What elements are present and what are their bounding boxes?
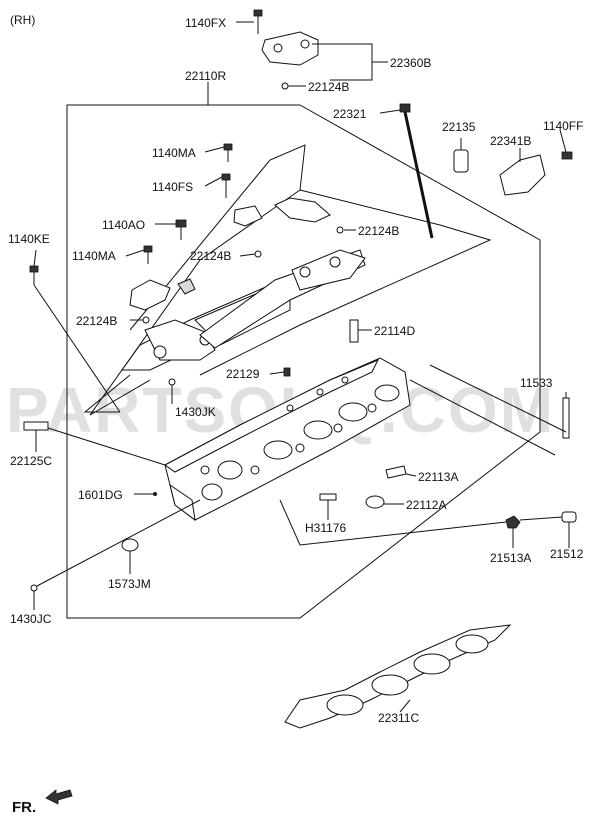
label-22129[interactable]: 22129 (226, 367, 260, 381)
front-indicator: FR. (12, 789, 73, 816)
label-22124B-left[interactable]: 22124B (76, 314, 117, 328)
label-22110R[interactable]: 22110R (185, 69, 226, 83)
bolt-1140FF (561, 151, 573, 160)
dowel-22124B-low (336, 226, 344, 234)
seal-22113A (385, 465, 407, 479)
bolt-1140FX (253, 9, 263, 34)
label-22321[interactable]: 22321 (333, 107, 367, 121)
label-1140FS[interactable]: 1140FS (152, 180, 193, 194)
front-arrow-icon (45, 789, 73, 805)
label-1140KE[interactable]: 1140KE (8, 232, 50, 246)
ring-1573JM (121, 538, 139, 552)
bolt-1140MA-b (143, 245, 153, 264)
label-21513A[interactable]: 21513A (490, 551, 531, 565)
label-22360B[interactable]: 22360B (390, 56, 431, 70)
plug-21512 (561, 511, 577, 523)
label-22125C[interactable]: 22125C (10, 454, 52, 468)
cylinder-head (164, 357, 411, 522)
label-1601DG[interactable]: 1601DG (78, 488, 123, 502)
label-1430JK[interactable]: 1430JK (175, 405, 216, 419)
label-11533[interactable]: 11533 (520, 376, 553, 390)
label-22112A[interactable]: 22112A (406, 498, 446, 512)
bracket-22341B (499, 154, 546, 196)
label-1140FF[interactable]: 1140FF (543, 119, 583, 133)
label-22113A[interactable]: 22113A (418, 470, 458, 484)
pin-1430JC (30, 584, 38, 592)
label-21512[interactable]: 21512 (550, 547, 584, 561)
label-1140MA-b[interactable]: 1140MA (72, 249, 116, 263)
label-22311C[interactable]: 22311C (378, 711, 419, 725)
bolt-22321 (399, 103, 434, 239)
variant-label: (RH) (10, 13, 35, 27)
label-H31176[interactable]: H31176 (305, 521, 346, 535)
nut-21513A (505, 515, 521, 529)
label-1140MA-a[interactable]: 1140MA (152, 146, 196, 160)
label-1140AO[interactable]: 1140AO (102, 218, 145, 232)
label-22124B-low[interactable]: 22124B (358, 224, 399, 238)
plug-1601DG (153, 492, 157, 496)
ring-22112A (365, 495, 385, 509)
label-1140FX[interactable]: 1140FX (185, 16, 226, 30)
pin-22114D (349, 319, 359, 343)
bolt-1140AO (175, 219, 187, 240)
pin-1430JK (168, 378, 176, 386)
bearing-cap-outline-b (199, 189, 492, 376)
bolt-1140MA-a (223, 143, 233, 162)
label-22341B[interactable]: 22341B (490, 134, 531, 148)
assembly-frame (66, 104, 541, 619)
label-22124B-mid[interactable]: 22124B (190, 249, 231, 263)
leader-lines (33, 21, 570, 713)
label-22124B-top[interactable]: 22124B (308, 80, 349, 94)
head-gasket (284, 624, 512, 729)
label-22114D[interactable]: 22114D (374, 324, 415, 338)
label-22135[interactable]: 22135 (442, 120, 476, 134)
pin-H31176 (319, 493, 337, 501)
dowel-22124B-top (281, 82, 289, 90)
bolt-1140KE (29, 265, 39, 285)
top-bracket-22360B (261, 31, 319, 66)
stud-22125C (23, 421, 49, 431)
bolt-1140FS (221, 173, 231, 198)
sleeve-22135 (453, 149, 469, 173)
label-1573JM[interactable]: 1573JM (108, 577, 151, 591)
part-labels: 1140FX 22360B 22124B 22110R 22321 22135 … (8, 16, 584, 725)
dowel-22124B-left (142, 316, 150, 324)
label-1430JC[interactable]: 1430JC (10, 612, 52, 626)
camshaft-cap-rail-right (199, 197, 366, 349)
front-label: FR. (12, 799, 36, 816)
plug-22129 (283, 367, 291, 377)
dowel-22124B-mid (254, 250, 262, 258)
